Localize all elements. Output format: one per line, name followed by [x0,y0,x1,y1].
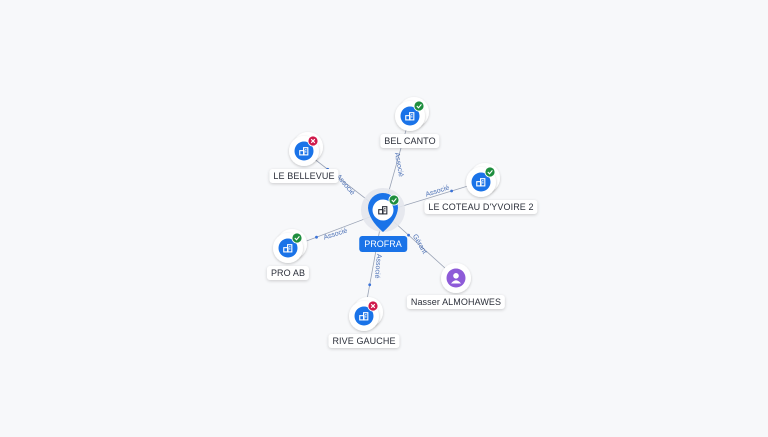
center-label[interactable]: PROFRA [359,236,407,252]
building-icon [294,141,314,161]
node-bel-canto[interactable] [395,97,429,131]
node-label-nasser[interactable]: Nasser ALMOHAWES [406,295,506,309]
active-badge-icon [484,166,496,178]
node-le-bellevue[interactable] [289,132,323,166]
node-rive-gauche[interactable] [349,297,383,331]
node-label-le-bellevue[interactable]: LE BELLEVUE [269,169,339,183]
node-nasser[interactable] [441,263,471,293]
node-le-coteau[interactable] [466,163,500,197]
node-pro-ab[interactable] [273,229,307,263]
building-icon [278,238,298,258]
edge-label-nasser: Gérant [411,233,428,255]
node-label-rive-gauche[interactable]: RIVE GAUCHE [328,334,400,348]
closed-badge-icon [367,300,379,312]
active-badge-icon [291,232,303,244]
building-icon [400,106,420,126]
person-icon [446,268,466,288]
node-label-pro-ab[interactable]: PRO AB [266,266,310,280]
edge-label-rive-gauche: Associé [373,254,382,279]
edge-label-bel-canto: Associé [393,152,404,177]
building-icon [378,206,388,215]
active-badge-icon [388,194,400,206]
building-icon [354,306,374,326]
center-node-profra[interactable] [361,188,405,232]
node-label-le-coteau[interactable]: LE COTEAU D'YVOIRE 2 [424,200,538,214]
node-label-bel-canto[interactable]: BEL CANTO [380,134,440,148]
building-icon [471,172,491,192]
edge-label-le-coteau: Associé [425,184,451,198]
closed-badge-icon [307,135,319,147]
active-badge-icon [413,100,425,112]
